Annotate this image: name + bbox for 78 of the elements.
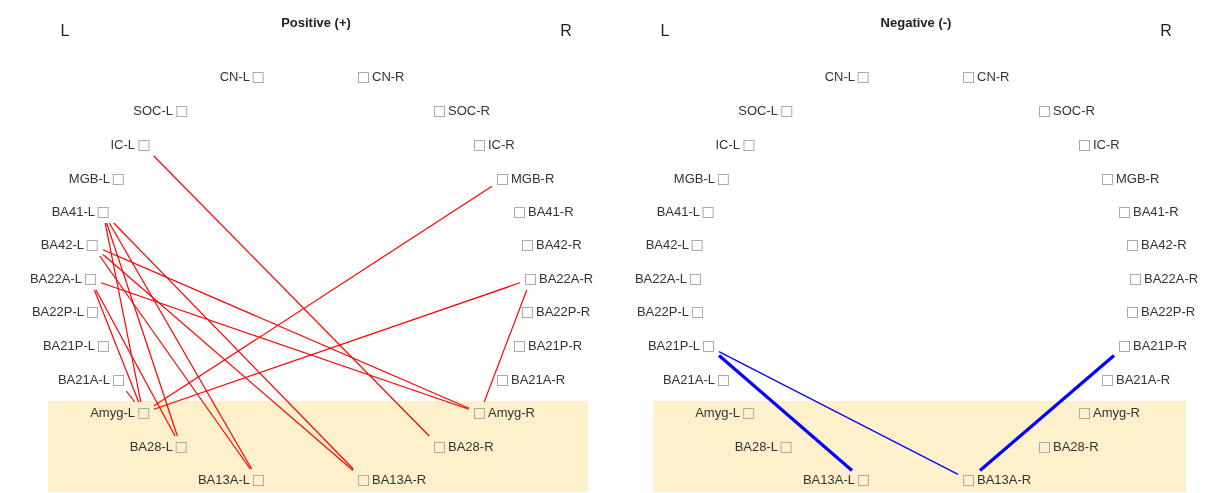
region-checkbox: BA42-L xyxy=(645,238,703,252)
highlight-band xyxy=(653,401,1186,492)
region-checkbox: IC-L xyxy=(110,138,149,152)
region-checkbox: BA13A-L xyxy=(197,473,264,487)
region-checkbox: BA13A-R xyxy=(963,473,1032,487)
connection-line xyxy=(153,282,521,410)
region-checkbox: BA22P-R xyxy=(522,305,591,319)
region-checkbox: BA22A-R xyxy=(525,272,594,286)
region-checkbox: BA21P-R xyxy=(514,339,583,353)
region-checkbox: BA41-L xyxy=(51,205,109,219)
region-checkbox: CN-L xyxy=(219,70,264,84)
connection-line xyxy=(153,155,430,437)
region-checkbox: BA42-R xyxy=(1127,238,1187,252)
region-checkbox: BA22P-L xyxy=(31,305,98,319)
region-checkbox: SOC-L xyxy=(738,104,792,118)
connection-line xyxy=(483,289,528,403)
region-checkbox: BA13A-L xyxy=(802,473,869,487)
region-checkbox: BA22A-L xyxy=(634,272,701,286)
connection-line xyxy=(104,222,142,403)
region-checkbox: BA42-R xyxy=(522,238,582,252)
panel-title: Negative (-) xyxy=(880,14,952,30)
region-checkbox: BA41-R xyxy=(1119,205,1179,219)
region-checkbox: Amyg-L xyxy=(90,406,149,420)
region-checkbox: BA22A-L xyxy=(29,272,96,286)
highlight-band xyxy=(48,401,588,492)
connection-line xyxy=(125,390,136,403)
connection-line xyxy=(113,222,354,470)
region-checkbox: SOC-R xyxy=(1039,104,1095,118)
side-label: L xyxy=(660,22,670,40)
region-checkbox: BA21P-L xyxy=(42,339,109,353)
region-checkbox: MGB-L xyxy=(673,172,729,186)
region-checkbox: MGB-L xyxy=(68,172,124,186)
region-checkbox: BA41-L xyxy=(656,205,714,219)
region-checkbox: IC-R xyxy=(1079,138,1120,152)
connection-line xyxy=(717,354,854,472)
region-checkbox: SOC-R xyxy=(434,104,490,118)
connection-line xyxy=(978,354,1116,472)
region-checkbox: Amyg-R xyxy=(474,406,535,420)
region-checkbox: SOC-L xyxy=(133,104,187,118)
connection-line xyxy=(106,222,178,437)
region-checkbox: BA22P-L xyxy=(636,305,703,319)
region-checkbox: BA21P-R xyxy=(1119,339,1188,353)
region-checkbox: BA28-R xyxy=(434,440,494,454)
region-checkbox: BA21A-R xyxy=(497,373,566,387)
region-checkbox: BA42-L xyxy=(40,238,98,252)
connection-line xyxy=(100,282,470,410)
region-checkbox: CN-L xyxy=(824,70,869,84)
connection-line xyxy=(102,253,354,472)
region-checkbox: BA28-L xyxy=(734,440,792,454)
region-checkbox: BA21A-L xyxy=(662,373,729,387)
connection-line xyxy=(153,185,493,407)
side-label: R xyxy=(560,22,572,40)
connection-line xyxy=(718,351,959,475)
region-checkbox: BA21P-L xyxy=(647,339,714,353)
region-checkbox: IC-L xyxy=(715,138,754,152)
region-checkbox: IC-R xyxy=(474,138,515,152)
region-checkbox: BA41-R xyxy=(514,205,574,219)
connection-line xyxy=(93,289,140,403)
region-checkbox: MGB-R xyxy=(1102,172,1160,186)
side-label: R xyxy=(1160,22,1172,40)
region-checkbox: Amyg-L xyxy=(695,406,754,420)
region-checkbox: BA28-R xyxy=(1039,440,1099,454)
connection-line xyxy=(95,289,176,437)
region-checkbox: CN-R xyxy=(963,70,1010,84)
region-checkbox: CN-R xyxy=(358,70,405,84)
side-label: L xyxy=(60,22,70,40)
region-checkbox: BA13A-R xyxy=(358,473,427,487)
region-checkbox: BA22P-R xyxy=(1127,305,1196,319)
connection-line xyxy=(102,249,470,409)
region-checkbox: BA21A-R xyxy=(1102,373,1171,387)
region-checkbox: BA21A-L xyxy=(57,373,124,387)
region-checkbox: BA22A-R xyxy=(1130,272,1199,286)
region-checkbox: Amyg-R xyxy=(1079,406,1140,420)
panel-title: Positive (+) xyxy=(281,14,351,30)
region-checkbox: BA28-L xyxy=(129,440,187,454)
region-checkbox: MGB-R xyxy=(497,172,555,186)
connection-line xyxy=(99,255,251,470)
connection-line xyxy=(108,222,253,470)
